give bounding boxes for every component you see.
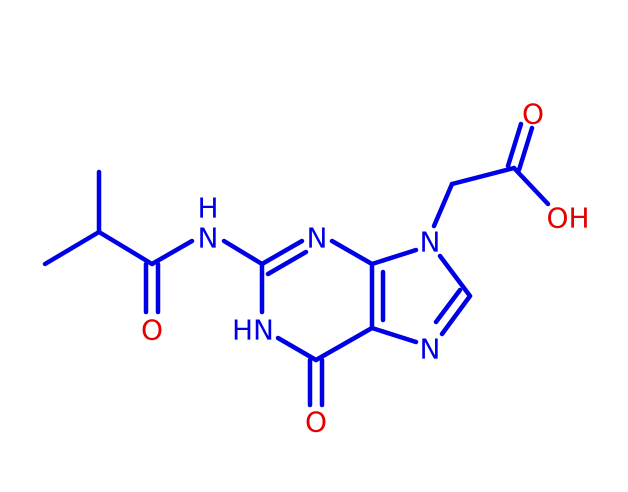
bond-c5-n7 <box>369 325 419 345</box>
bond-ch2-cooh <box>449 165 517 187</box>
bond-c2-n3-a <box>259 238 305 267</box>
bond-c6-c5 <box>313 325 375 363</box>
bond-n3-c4 <box>329 238 375 267</box>
bond-carbonyl-n <box>149 238 195 267</box>
bond-c8-n7-a <box>439 293 473 337</box>
bond-acid-coh <box>511 165 551 207</box>
atom-acid-oh: OH <box>546 202 589 235</box>
bond-amide-n-c2 <box>221 238 265 267</box>
atom-carbonyl-o-left: O <box>141 314 163 347</box>
bonds <box>42 121 551 408</box>
bond-ch-carbonyl <box>96 229 155 267</box>
bond-n9-c8 <box>437 253 473 299</box>
atom-ring-n3: N <box>307 222 328 255</box>
atom-ring-n1: HN <box>232 314 274 347</box>
bond-n9-ch2 <box>431 181 455 229</box>
bond-c2-n3-b <box>265 249 309 277</box>
atom-amide-h: H <box>197 192 218 225</box>
atom-acid-o: O <box>522 98 544 131</box>
atom-ring-o6: O <box>305 406 327 439</box>
bond-n1-c6 <box>275 335 319 363</box>
atom-ring-n7: N <box>420 333 441 366</box>
bond-ch-methyl-left <box>42 229 102 267</box>
bond-c8-n7-b <box>433 287 463 325</box>
atom-amide-n: N <box>198 222 219 255</box>
bond-acid-co-2 <box>516 125 535 173</box>
atom-ring-n9: N <box>420 226 441 259</box>
bond-acid-co-1 <box>505 121 524 169</box>
atom-labels: O H N N HN O N N O OH <box>141 98 590 439</box>
bond-c4-n9 <box>369 247 419 267</box>
